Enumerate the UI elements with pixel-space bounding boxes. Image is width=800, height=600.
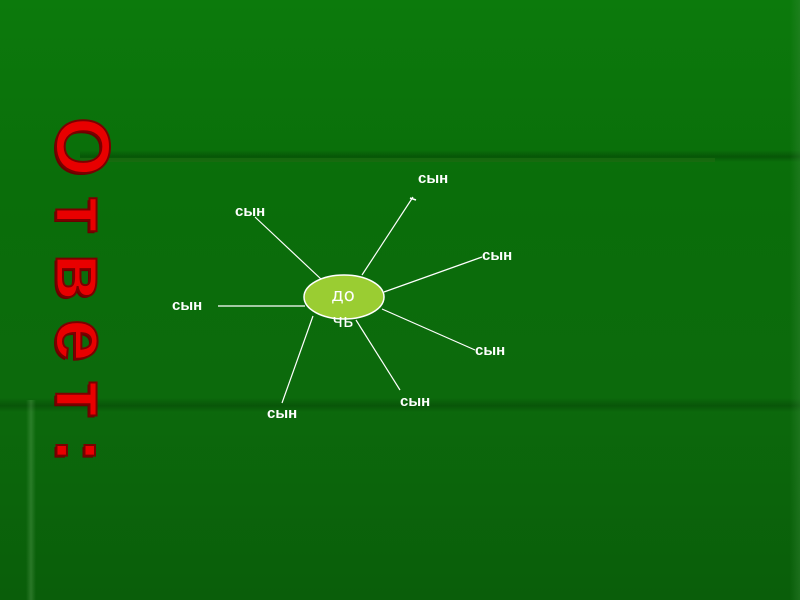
center-node-label: до чь (300, 283, 386, 335)
center-node-line-1: до (331, 285, 355, 306)
branch-label: сын (235, 203, 266, 220)
branch-line (381, 308, 476, 351)
branch-label: сын (172, 297, 203, 314)
decorative-line-top (80, 158, 715, 162)
branch-line (361, 196, 414, 276)
branch-line (355, 319, 401, 391)
branch-line (254, 216, 323, 281)
decorative-band-right (790, 0, 800, 600)
branch-label: сын (475, 342, 506, 359)
center-node (303, 274, 385, 320)
center-node-line-2: чь (332, 311, 354, 332)
decorative-band-left (26, 400, 36, 600)
branch-label: сын (400, 393, 431, 410)
branch-label: сын (482, 247, 513, 264)
arrow-tick (409, 197, 417, 201)
branch-label: сын (418, 170, 449, 187)
branch-label: сын (267, 405, 298, 422)
branch-line (383, 256, 483, 293)
branch-line (281, 315, 314, 404)
decorative-band-middle (0, 398, 800, 412)
